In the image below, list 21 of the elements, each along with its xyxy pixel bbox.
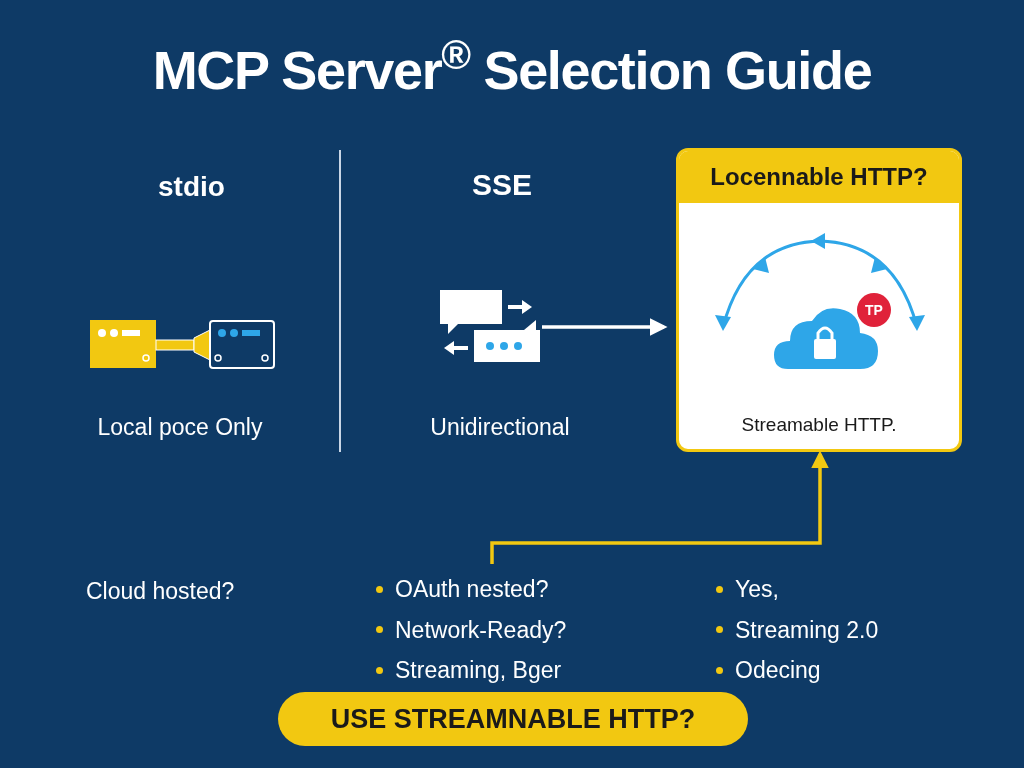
bullet-text: Streaming 2.0 (735, 615, 879, 645)
bullet-text: Streaming, Bger (395, 656, 562, 685)
call-to-action-pill (278, 692, 748, 746)
question-text: Cloud hosted? (86, 577, 235, 606)
chat-bubbles-icon (438, 288, 542, 364)
column-heading: stdio (158, 170, 225, 204)
caption-text: Unidirectional (429, 413, 571, 442)
notification-badge: TP (857, 293, 891, 327)
card-heading: Locennable HTTP? (710, 162, 928, 192)
bullet-text: OAuth nested? (395, 575, 549, 604)
card-caption: Streamable HTTP. (740, 412, 898, 437)
bullet-text: Network-Ready? (395, 615, 567, 645)
bullet-text: Yes, (735, 575, 779, 604)
bullet-text: Odecing (735, 656, 821, 685)
title: MCP Server$^{®}$ Selection Guide (151, 30, 873, 102)
column-heading: SSE (471, 167, 533, 203)
caption-text: Local poce Only (96, 413, 264, 442)
pill-text: USE STREAMNABLE HTTP? (330, 702, 696, 736)
arrow (542, 318, 668, 336)
arrow (490, 450, 829, 564)
highlight-card (676, 148, 962, 452)
